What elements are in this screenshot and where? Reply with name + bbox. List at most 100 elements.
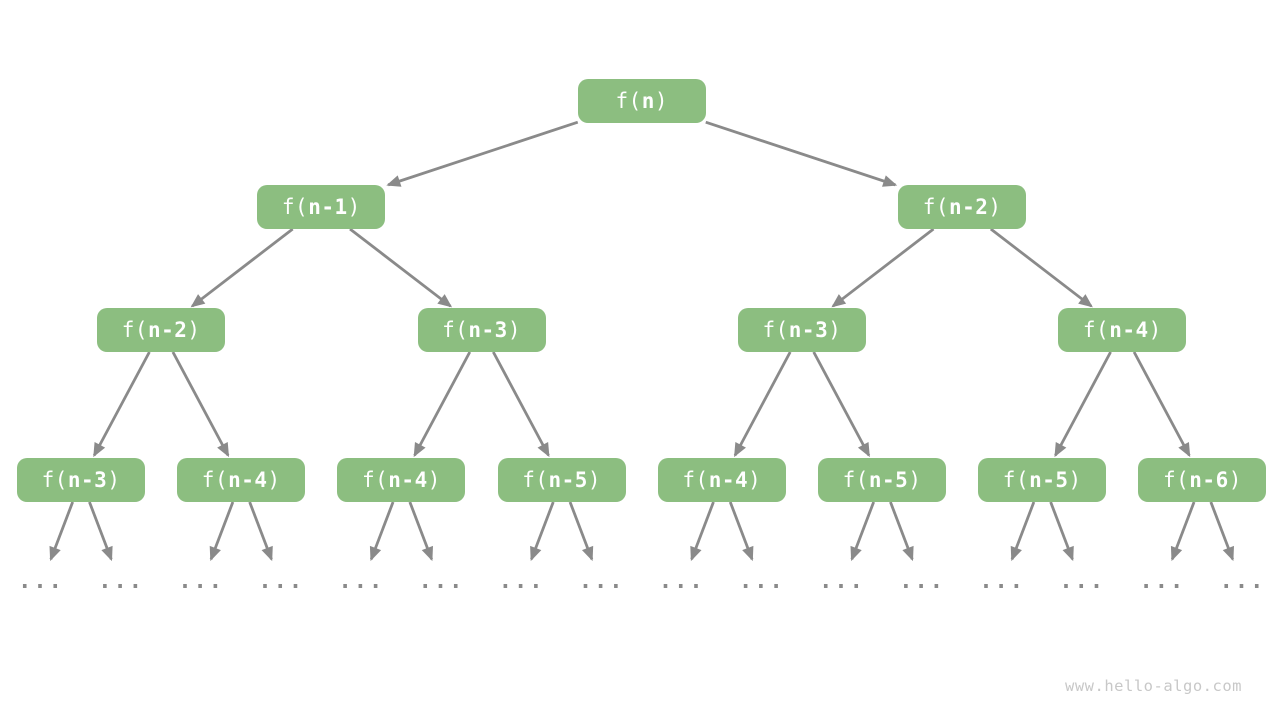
node-label-arg: n-4 [388,467,428,492]
node-label-post: ) [107,467,121,492]
node-label-arg: n-2 [948,194,989,219]
tree-edge-arrow [728,501,754,562]
node-label-post: ) [908,467,922,492]
tree-edge-arrow [190,227,294,308]
tree-node-f-n-5: f(n-5) [978,458,1107,502]
node-label-pre: f( [1162,467,1190,492]
node-label-arg: n-1 [308,194,348,219]
tree-node-f-n-2: f(n-2) [97,308,226,352]
node-label-post: ) [587,467,602,492]
ellipsis: ... [819,569,865,594]
watermark: www.hello-algo.com [1065,677,1242,695]
node-label-pre: f( [922,194,949,219]
tree-edge-arrow [530,501,555,562]
node-label-pre: f( [522,467,549,492]
tree-node-f-n-4: f(n-4) [337,458,466,502]
node-label-post: ) [828,317,842,342]
ellipsis: ... [899,569,945,594]
tree-edge-arrow [413,351,472,458]
node-label-post: ) [1228,467,1242,492]
ellipsis: ... [418,569,465,594]
tree-edge-arrow [812,351,871,458]
tree-edge-arrow [171,351,230,458]
ellipsis: ... [1219,569,1266,594]
node-label-pre: f( [1082,317,1110,342]
tree-edge-arrow [92,351,151,458]
node-label-arg: n-3 [788,317,829,342]
node-label-pre: f( [361,467,389,492]
node-label-pre: f( [121,317,148,342]
tree-node-f-n-1: f(n-1) [257,185,386,229]
node-label-post: ) [1068,467,1082,492]
ellipsis: ... [979,569,1026,594]
tree-edge-arrow [49,501,74,562]
node-label-pre: f( [842,467,869,492]
ellipsis: ... [258,569,305,594]
tree-edge-arrow [369,501,395,562]
node-label-pre: f( [442,317,469,342]
node-label-arg: n-5 [1029,467,1069,492]
tree-edge-arrow [248,501,273,562]
tree-edge-arrow [690,501,715,562]
node-label-pre: f( [281,194,309,219]
ellipsis: ... [578,569,625,594]
ellipsis: ... [18,569,64,594]
node-label-post: ) [654,88,669,113]
ellipsis: ... [498,569,545,594]
node-label-arg: n-3 [468,317,508,342]
node-label-post: ) [988,194,1002,219]
node-label-post: ) [187,317,201,342]
node-label-arg: n [641,88,655,113]
node-label-arg: n-3 [67,467,108,492]
tree-node-f-n-6: f(n-6) [1138,458,1267,502]
node-label-arg: n-4 [228,467,268,492]
tree-node-f-n-2: f(n-2) [898,185,1027,229]
tree-edge-arrow [408,501,433,562]
node-label-post: ) [748,467,762,492]
ellipsis: ... [1139,569,1186,594]
tree-node-f-n-3: f(n-3) [417,308,546,352]
tree-edge-arrow [889,501,914,562]
tree-node-f-n-5: f(n-5) [818,458,947,502]
tree-node-f-n-4: f(n-4) [177,458,306,502]
tree-edge-arrow [1209,501,1234,562]
tree-edge-arrow [209,501,235,562]
tree-edge-arrow [1170,501,1196,562]
node-label-post: ) [1148,317,1162,342]
node-label-post: ) [347,194,361,219]
tree-node-f-n: f(n) [577,79,706,123]
tree-edge-arrow [492,351,550,458]
node-label-arg: n-5 [548,467,588,492]
node-label-post: ) [507,317,521,342]
tree-edge-arrow [88,501,113,562]
tree-edge-arrow [568,501,594,562]
tree-edge-arrow [1054,351,1112,458]
ellipsis: ... [338,569,385,594]
node-label-pre: f( [1002,467,1030,492]
tree-edge-arrow [386,120,579,187]
node-label-pre: f( [201,467,229,492]
node-label-arg: n-2 [147,317,188,342]
tree-node-f-n-4: f(n-4) [657,458,786,502]
ellipsis: ... [98,569,144,594]
node-label-pre: f( [41,467,68,492]
tree-edge-arrow [733,351,792,458]
tree-edge-arrow [349,227,453,308]
tree-edge-arrow [1049,501,1074,562]
tree-edge-arrow [850,501,875,562]
tree-edge-arrow [705,120,898,187]
node-label-pre: f( [682,467,709,492]
tree-edge-arrow [989,227,1093,308]
tree-node-f-n-3: f(n-3) [737,308,866,352]
ellipsis: ... [178,569,225,594]
node-label-pre: f( [762,317,789,342]
node-label-arg: n-5 [868,467,909,492]
tree-node-f-n-3: f(n-3) [17,458,146,502]
node-label-arg: n-4 [1109,317,1149,342]
tree-edge-arrow [831,227,935,308]
node-label-arg: n-4 [708,467,749,492]
node-label-arg: n-6 [1189,467,1229,492]
ellipsis: ... [1059,569,1106,594]
